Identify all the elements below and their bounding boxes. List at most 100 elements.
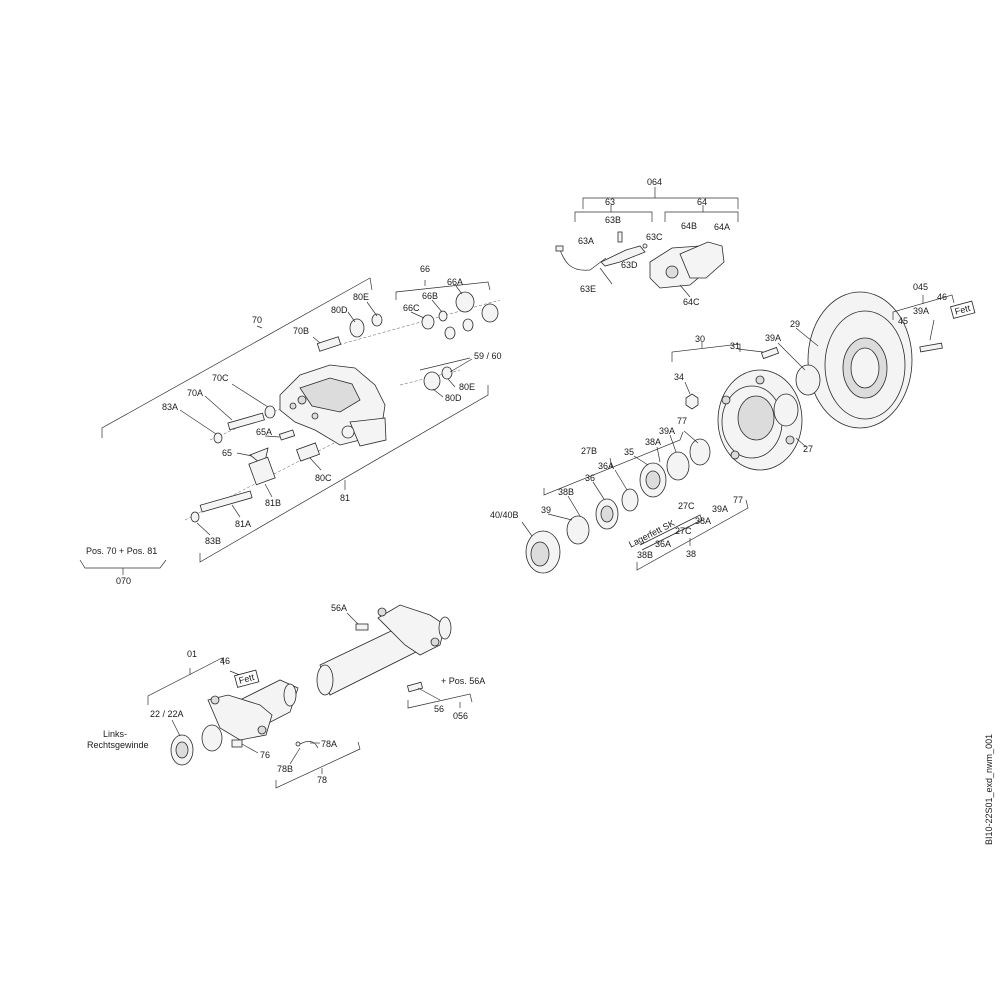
label-81: 81 bbox=[340, 493, 350, 503]
label-63A: 63A bbox=[578, 236, 594, 246]
nut-34 bbox=[685, 393, 699, 410]
note-fett-left: Fett bbox=[234, 669, 260, 688]
label-70B: 70B bbox=[293, 326, 309, 336]
label-76: 76 bbox=[260, 750, 270, 760]
ring-77 bbox=[689, 438, 711, 466]
guide-pin-70B bbox=[316, 336, 342, 352]
ring-39A-hub bbox=[795, 364, 821, 396]
label-66C: 66C bbox=[403, 303, 420, 313]
label-81A: 81A bbox=[235, 519, 251, 529]
label-40-40B: 40/40B bbox=[490, 510, 519, 520]
label-045: 045 bbox=[913, 282, 928, 292]
label-83A: 83A bbox=[162, 402, 178, 412]
sleeve-80C bbox=[296, 442, 320, 462]
label-pos56A: + Pos. 56A bbox=[441, 676, 485, 686]
label-pos70-pos81: Pos. 70 + Pos. 81 bbox=[86, 546, 157, 556]
label-064: 064 bbox=[647, 177, 662, 187]
label-78A: 78A bbox=[321, 739, 337, 749]
label-64: 64 bbox=[697, 197, 707, 207]
pad-retainer-clip bbox=[600, 245, 646, 267]
label-56: 56 bbox=[434, 704, 444, 714]
label-29: 29 bbox=[790, 319, 800, 329]
bolt-56A-top bbox=[355, 623, 369, 631]
label-66: 66 bbox=[420, 264, 430, 274]
seal-66C bbox=[421, 314, 435, 330]
label-31: 31 bbox=[730, 341, 740, 351]
label-39A-c: 39A bbox=[712, 504, 728, 514]
label-27C-b: 27C bbox=[675, 526, 692, 536]
label-38B-b: 38B bbox=[637, 550, 653, 560]
label-46-right: 46 bbox=[937, 292, 947, 302]
label-78B: 78B bbox=[277, 764, 293, 774]
label-38B-a: 38B bbox=[558, 487, 574, 497]
ring-66B bbox=[438, 310, 448, 322]
label-77-a: 77 bbox=[677, 416, 687, 426]
label-56A-top: 56A bbox=[331, 603, 347, 613]
label-63B: 63B bbox=[605, 215, 621, 225]
label-39A-right: 39A bbox=[913, 306, 929, 316]
label-80E-mid: 80E bbox=[459, 382, 475, 392]
label-38A-b: 38A bbox=[695, 516, 711, 526]
cap-80E bbox=[371, 313, 383, 327]
cap-80E-mid bbox=[441, 366, 453, 380]
label-01: 01 bbox=[187, 649, 197, 659]
label-36A-a: 36A bbox=[598, 461, 614, 471]
label-64B: 64B bbox=[681, 221, 697, 231]
boot-80D-mid bbox=[423, 371, 441, 391]
hub-disc-group: 045 46 Fett 39A 45 29 30 39A 31 34 27 77… bbox=[490, 282, 976, 574]
drawing-id: BI10-22S01_exd_nwm_001 bbox=[984, 734, 994, 845]
label-59-60: 59 / 60 bbox=[474, 351, 502, 361]
pin-76 bbox=[231, 739, 243, 748]
label-45: 45 bbox=[898, 316, 908, 326]
label-70A: 70A bbox=[187, 388, 203, 398]
label-fett-left: Fett bbox=[238, 672, 256, 686]
label-36A-b: 36A bbox=[655, 539, 671, 549]
axle-group: 56A 01 46 Fett 22 / 22A Links- Rechtsgew… bbox=[87, 603, 485, 789]
label-63: 63 bbox=[605, 197, 615, 207]
label-80C: 80C bbox=[315, 473, 332, 483]
label-46-left: 46 bbox=[220, 656, 230, 666]
caliper-group: 70 66 80E 66B 66A 66C 80D 70B 59 / 60 80… bbox=[79, 264, 502, 586]
ring-39 bbox=[566, 515, 590, 545]
brake-pad-outer bbox=[679, 241, 725, 279]
label-65A: 65A bbox=[256, 427, 272, 437]
label-63D: 63D bbox=[621, 260, 638, 270]
brake-pad-group: 064 63 64 63B 63A 63C 64B 64A 63D 63E 64… bbox=[555, 177, 739, 307]
label-22-22A: 22 / 22A bbox=[150, 709, 184, 719]
label-drawing-id: BI10-22S01_exd_nwm_001 bbox=[984, 734, 994, 845]
axle-spindle-left bbox=[207, 694, 273, 741]
label-66A: 66A bbox=[447, 277, 463, 287]
label-39A-hub: 39A bbox=[765, 333, 781, 343]
pad-pin bbox=[617, 231, 623, 243]
label-fett-right: Fett bbox=[954, 303, 972, 317]
bushing-70C bbox=[264, 405, 276, 419]
label-38: 38 bbox=[686, 549, 696, 559]
label-64C: 64C bbox=[683, 297, 700, 307]
label-80D-mid: 80D bbox=[445, 393, 462, 403]
bolt-70A bbox=[227, 412, 265, 431]
label-70C: 70C bbox=[212, 373, 229, 383]
label-80D-top: 80D bbox=[331, 305, 348, 315]
label-77-b: 77 bbox=[733, 495, 743, 505]
label-34: 34 bbox=[674, 372, 684, 382]
label-65: 65 bbox=[222, 448, 232, 458]
label-80E-top: 80E bbox=[353, 292, 369, 302]
note-fett-right: Fett bbox=[950, 300, 976, 319]
label-39A-b: 39A bbox=[659, 426, 675, 436]
label-070: 070 bbox=[116, 576, 131, 586]
label-27B: 27B bbox=[581, 446, 597, 456]
cotter-pin-78A bbox=[299, 741, 319, 749]
wear-sensor-cable bbox=[559, 249, 607, 271]
boot-66A bbox=[455, 291, 475, 313]
label-83B: 83B bbox=[205, 536, 221, 546]
label-27C-a: 27C bbox=[678, 501, 695, 511]
bolt-31 bbox=[760, 346, 780, 360]
label-81B: 81B bbox=[265, 498, 281, 508]
label-63E: 63E bbox=[580, 284, 596, 294]
label-64A: 64A bbox=[714, 222, 730, 232]
label-78: 78 bbox=[317, 775, 327, 785]
cap-83B bbox=[190, 511, 200, 523]
boot-80D bbox=[349, 318, 365, 338]
label-rechtsgewinde: Rechtsgewinde bbox=[87, 740, 149, 750]
